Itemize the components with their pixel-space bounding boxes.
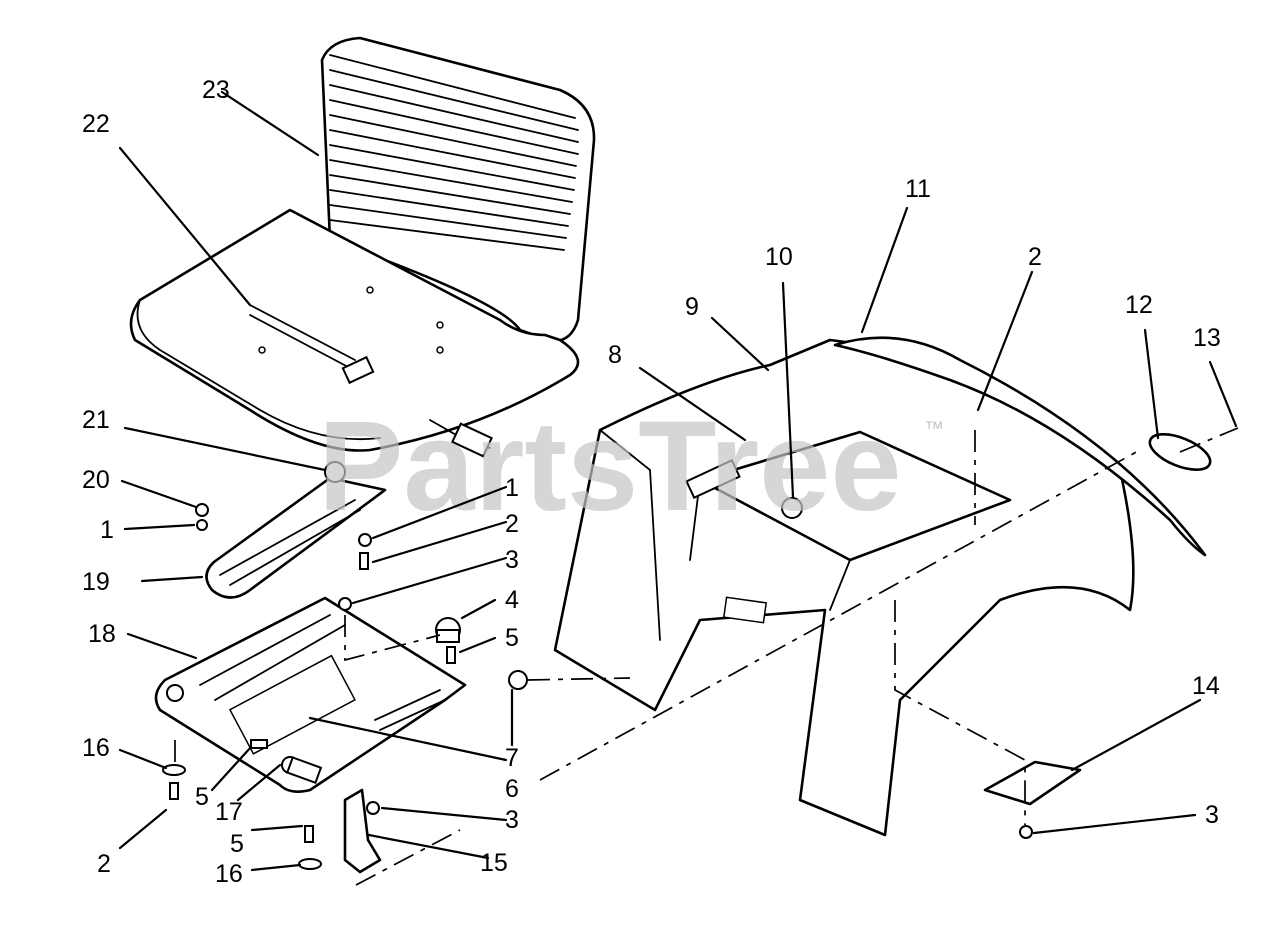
harness-connector xyxy=(451,422,493,458)
fender-top-deck xyxy=(698,430,1012,562)
callout-1b: 1 xyxy=(100,516,114,544)
callout-15: 15 xyxy=(480,849,508,877)
callout-17: 17 xyxy=(215,798,243,826)
callout-19: 19 xyxy=(82,568,110,596)
callout-1a: 1 xyxy=(505,474,519,502)
callout-9: 9 xyxy=(685,293,699,321)
callout-2b: 2 xyxy=(1028,243,1042,271)
seat-pan-edge xyxy=(136,299,381,441)
seat-adjuster[interactable] xyxy=(205,461,387,599)
callout-16b: 16 xyxy=(215,860,243,888)
callout-8: 8 xyxy=(608,341,622,369)
callout-4: 4 xyxy=(505,586,519,614)
callout-22: 22 xyxy=(82,110,110,138)
backrest-ribs xyxy=(329,54,579,251)
callout-10: 10 xyxy=(765,243,793,271)
pad-14[interactable] xyxy=(983,760,1082,806)
callout-3c: 3 xyxy=(1205,801,1219,829)
callout-5a: 5 xyxy=(505,624,519,652)
seat-switch-wire xyxy=(249,304,356,369)
hardware xyxy=(162,411,1033,870)
leader-lines xyxy=(118,90,1238,872)
callout-labels: 1 1 2 2 2 3 3 3 4 5 5 5 6 7 8 9 10 11 12… xyxy=(82,76,1221,888)
seat-switch xyxy=(341,355,375,385)
callout-7: 7 xyxy=(505,744,519,772)
seat-mounting-plate[interactable] xyxy=(154,596,467,793)
part-8-bracket xyxy=(685,458,741,500)
callout-14: 14 xyxy=(1192,672,1220,700)
callout-6: 6 xyxy=(505,775,519,803)
callout-5b: 5 xyxy=(195,783,209,811)
callout-18: 18 xyxy=(88,620,116,648)
callout-3a: 3 xyxy=(505,546,519,574)
callout-5c: 5 xyxy=(230,830,244,858)
callout-23: 23 xyxy=(202,76,230,104)
callout-13: 13 xyxy=(1193,324,1221,352)
rear-fender[interactable] xyxy=(553,338,1135,837)
watermark: PartsTree ™ xyxy=(318,395,944,538)
callout-20: 20 xyxy=(82,466,110,494)
callout-16a: 16 xyxy=(82,734,110,762)
part-21 xyxy=(324,461,346,483)
watermark-trademark: ™ xyxy=(924,418,944,440)
assembly-lines xyxy=(174,427,1239,886)
callout-21: 21 xyxy=(82,406,110,434)
callout-12: 12 xyxy=(1125,291,1153,319)
bracket-15[interactable] xyxy=(343,788,382,874)
callout-11: 11 xyxy=(905,175,931,203)
part-10-grommet xyxy=(781,497,803,519)
callout-3b: 3 xyxy=(505,806,519,834)
seat-assembly[interactable] xyxy=(129,36,596,458)
watermark-text: PartsTree xyxy=(318,395,902,538)
callout-2a: 2 xyxy=(505,510,519,538)
fender-trim-11[interactable] xyxy=(833,336,1207,557)
callout-2c: 2 xyxy=(97,850,111,878)
